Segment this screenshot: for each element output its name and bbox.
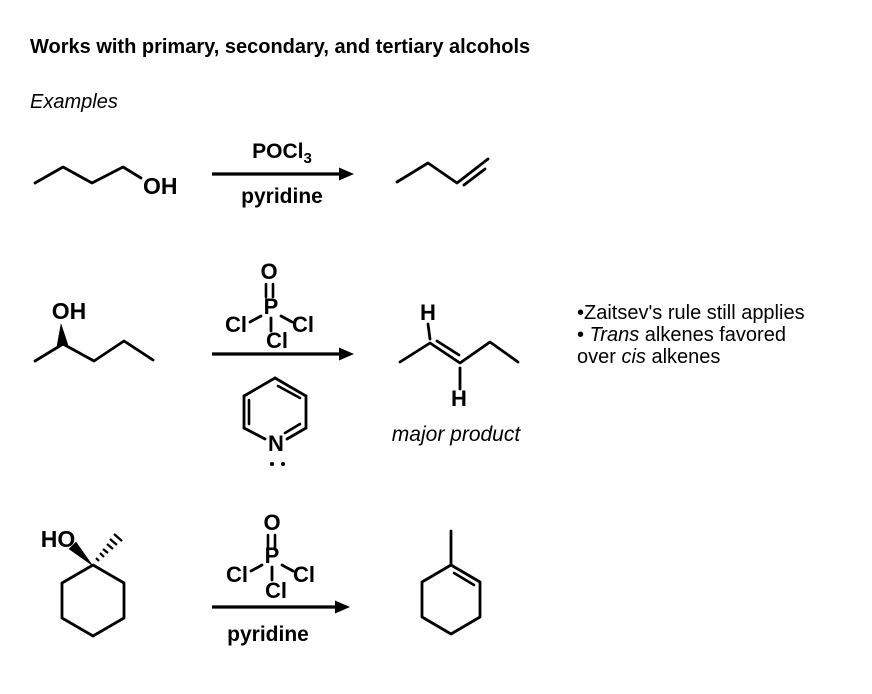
reaction3-arrow	[212, 600, 350, 614]
page-title: Works with primary, secondary, and terti…	[30, 36, 531, 58]
cis-word: cis	[621, 346, 646, 368]
alkene-double-bond	[435, 339, 461, 357]
notes-line-2: • Trans alkenes favored	[577, 324, 786, 346]
arrow-head-icon	[339, 347, 354, 361]
trans-word: Trans	[589, 324, 640, 346]
chlorine-bottom-label: Cl	[265, 578, 287, 603]
reaction3-reagent-pyridine-label: pyridine	[227, 623, 309, 646]
notes-line-3: over cis alkenes	[577, 346, 721, 368]
examples-label: Examples	[30, 91, 118, 113]
chlorine-right-label: Cl	[292, 312, 314, 337]
chlorine-left-label: Cl	[226, 562, 248, 587]
pyridine-ring-structure: N	[242, 376, 308, 466]
trans-pentene-product-structure: H H	[398, 300, 520, 411]
reaction2-arrow	[212, 347, 354, 361]
phosphorus-label: P	[264, 294, 279, 319]
terminal-double-bond	[462, 167, 487, 187]
chlorine-right-label: Cl	[293, 562, 315, 587]
reaction1-reagent-pocl3-label: POCl3	[212, 140, 352, 167]
oxygen-label: O	[263, 510, 280, 535]
oxygen-label: O	[260, 259, 277, 284]
methylcyclohexene-product-structure	[420, 529, 482, 636]
nitrogen-label: N	[268, 431, 284, 456]
hydroxyl-label: OH	[143, 173, 178, 199]
hydroxyl-label: OH	[52, 298, 87, 324]
phosphorus-label: P	[265, 543, 280, 568]
notes-block: •Zaitsev's rule still applies • Trans al…	[577, 302, 805, 368]
pocl3-structure: O P Cl Cl Cl	[226, 510, 315, 603]
wedge-bond	[56, 323, 69, 347]
ring-double-bond	[452, 571, 476, 587]
pocl3-formula-base: POCl	[252, 140, 304, 163]
major-product-caption: major product	[391, 423, 521, 446]
arrow-head-icon	[339, 167, 354, 181]
butene-product-structure	[395, 157, 490, 187]
pocl3-structure: O P Cl Cl Cl	[225, 259, 314, 353]
pentanol-structure: OH	[33, 298, 155, 363]
hydroxyl-label: HO	[41, 526, 76, 552]
lone-pair-dot	[270, 462, 274, 466]
arrow-head-icon	[335, 600, 350, 614]
chlorine-left-label: Cl	[225, 312, 247, 337]
reaction1-arrow	[212, 167, 354, 181]
vinyl-h-top-label: H	[420, 300, 436, 325]
chlorine-bottom-label: Cl	[266, 328, 288, 353]
pocl3-formula-subscript: 3	[303, 150, 312, 168]
notes-line-1: •Zaitsev's rule still applies	[577, 302, 805, 324]
reaction1-reagent-pyridine-label: pyridine	[241, 185, 323, 208]
butanol-structure: OH	[33, 165, 178, 199]
wedge-bond	[68, 541, 94, 567]
vinyl-h-bottom-label: H	[451, 386, 467, 411]
methylcyclohexanol-structure: HO	[41, 526, 126, 638]
lone-pair-dot	[281, 462, 285, 466]
